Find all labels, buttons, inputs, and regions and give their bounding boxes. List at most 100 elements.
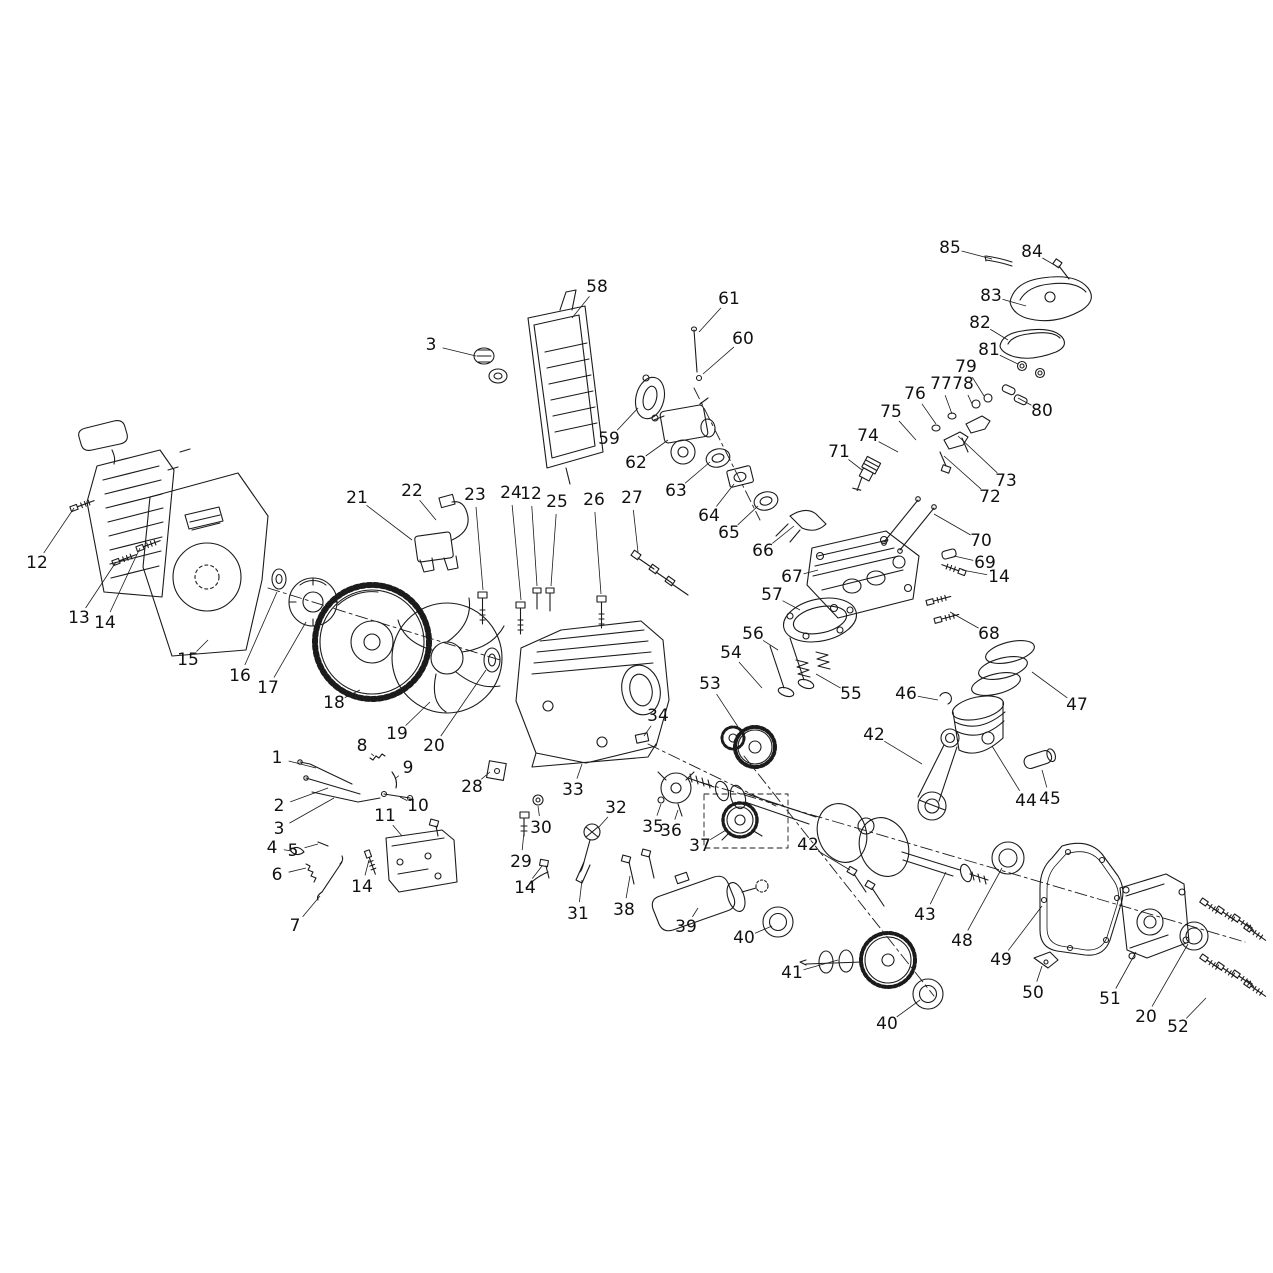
callout-label-78: 78 — [952, 374, 974, 394]
leader-line-69 — [953, 555, 974, 561]
leader-line-20 — [1151, 943, 1189, 1007]
callout-label-53: 53 — [699, 674, 721, 694]
leader-line-39 — [692, 907, 699, 918]
leader-line-9 — [395, 775, 400, 779]
leader-line-24 — [511, 504, 522, 601]
callout-label-84: 84 — [1021, 242, 1043, 262]
callout-label-28: 28 — [461, 777, 483, 797]
leader-line-32 — [597, 816, 609, 829]
callout-label-5: 5 — [288, 841, 299, 861]
leader-line-40 — [754, 925, 773, 934]
starter-motor-illustration — [620, 848, 769, 932]
leader-line-81 — [999, 354, 1019, 365]
callout-label-12: 12 — [26, 553, 48, 573]
callout-label-3: 3 — [274, 819, 285, 839]
leader-line-27 — [632, 509, 639, 553]
leader-line-63 — [684, 461, 711, 484]
callout-label-18: 18 — [323, 693, 345, 713]
leader-line-14 — [109, 547, 141, 613]
leader-line-28 — [480, 771, 491, 780]
cover-screws-illustration — [69, 448, 191, 567]
callout-label-48: 48 — [951, 931, 973, 951]
dipstick-illustration — [486, 760, 601, 889]
callout-label-26: 26 — [583, 490, 605, 510]
leader-line-5 — [304, 843, 319, 849]
leader-line-29 — [521, 831, 525, 851]
callout-label-37: 37 — [689, 836, 711, 856]
callout-label-68: 68 — [978, 624, 1000, 644]
leader-line-51 — [1115, 951, 1137, 989]
leader-line-53 — [716, 693, 745, 737]
leader-line-22 — [419, 499, 437, 521]
callout-label-50: 50 — [1022, 983, 1044, 1003]
leader-line-66 — [772, 525, 795, 544]
callout-label-58: 58 — [586, 277, 608, 297]
governor-gear-illustration — [634, 725, 789, 849]
callout-label-83: 83 — [980, 286, 1002, 306]
callout-label-42: 42 — [863, 725, 885, 745]
leader-line-3 — [442, 347, 477, 357]
callout-label-3: 3 — [426, 335, 437, 355]
callout-label-59: 59 — [598, 429, 620, 449]
callout-label-23: 23 — [464, 485, 486, 505]
leader-line-3 — [289, 797, 335, 824]
leader-line-75 — [898, 420, 917, 441]
callout-label-51: 51 — [1099, 989, 1121, 1009]
camshaft-illustration — [799, 931, 917, 989]
valve-train-illustration — [852, 255, 1092, 624]
leader-line-55 — [815, 673, 841, 689]
leader-line-68 — [949, 611, 979, 629]
control-linkage-illustration — [289, 753, 458, 901]
callout-label-20: 20 — [423, 736, 445, 756]
callout-label-29: 29 — [510, 852, 532, 872]
callout-label-77: 77 — [930, 374, 952, 394]
leader-line-10 — [399, 796, 408, 801]
leader-line-40 — [896, 999, 921, 1018]
leader-line-23 — [475, 506, 484, 591]
leader-line-31 — [579, 879, 583, 903]
leader-line-77 — [944, 395, 953, 415]
leader-line-7 — [302, 895, 321, 918]
callout-label-65: 65 — [718, 523, 740, 543]
flywheel-group-illustration — [271, 568, 505, 714]
callout-label-57: 57 — [761, 585, 783, 605]
callout-label-42: 42 — [797, 835, 819, 855]
leader-line-52 — [1186, 997, 1207, 1019]
valves-illustration — [769, 637, 831, 698]
leader-line-48 — [967, 867, 1003, 931]
leader-line-36 — [674, 809, 679, 820]
callout-label-64: 64 — [698, 506, 720, 526]
leader-line-78 — [967, 394, 973, 405]
leader-line-54 — [738, 661, 763, 689]
callout-label-43: 43 — [914, 905, 936, 925]
leader-line-61 — [698, 307, 722, 333]
cylinder-head-illustration — [782, 530, 920, 643]
leader-line-2 — [290, 787, 329, 803]
leader-line-14 — [961, 569, 988, 576]
carburetor-illustration — [653, 397, 827, 543]
leader-line-85 — [961, 250, 993, 260]
callout-label-66: 66 — [752, 541, 774, 561]
leader-line-14 — [364, 859, 370, 876]
callout-label-61: 61 — [718, 289, 740, 309]
leader-line-56 — [762, 640, 779, 651]
callout-label-56: 56 — [742, 624, 764, 644]
leader-line-43 — [929, 871, 947, 905]
callout-label-44: 44 — [1015, 791, 1037, 811]
callout-label-25: 25 — [546, 492, 568, 512]
leader-line-80 — [1017, 397, 1032, 406]
callout-label-34: 34 — [647, 706, 669, 726]
leader-line-14 — [532, 865, 543, 879]
leader-line-83 — [1002, 298, 1027, 307]
callout-label-24: 24 — [500, 483, 522, 503]
head-bolts-illustration — [477, 549, 689, 635]
bearings-illustration — [762, 841, 1209, 1010]
callout-label-14: 14 — [988, 567, 1010, 587]
callout-label-55: 55 — [840, 684, 862, 704]
piston-assembly-illustration — [846, 640, 1057, 907]
callout-label-46: 46 — [895, 684, 917, 704]
leader-line-4 — [283, 849, 293, 852]
callout-label-15: 15 — [177, 650, 199, 670]
callout-label-10: 10 — [407, 796, 429, 816]
